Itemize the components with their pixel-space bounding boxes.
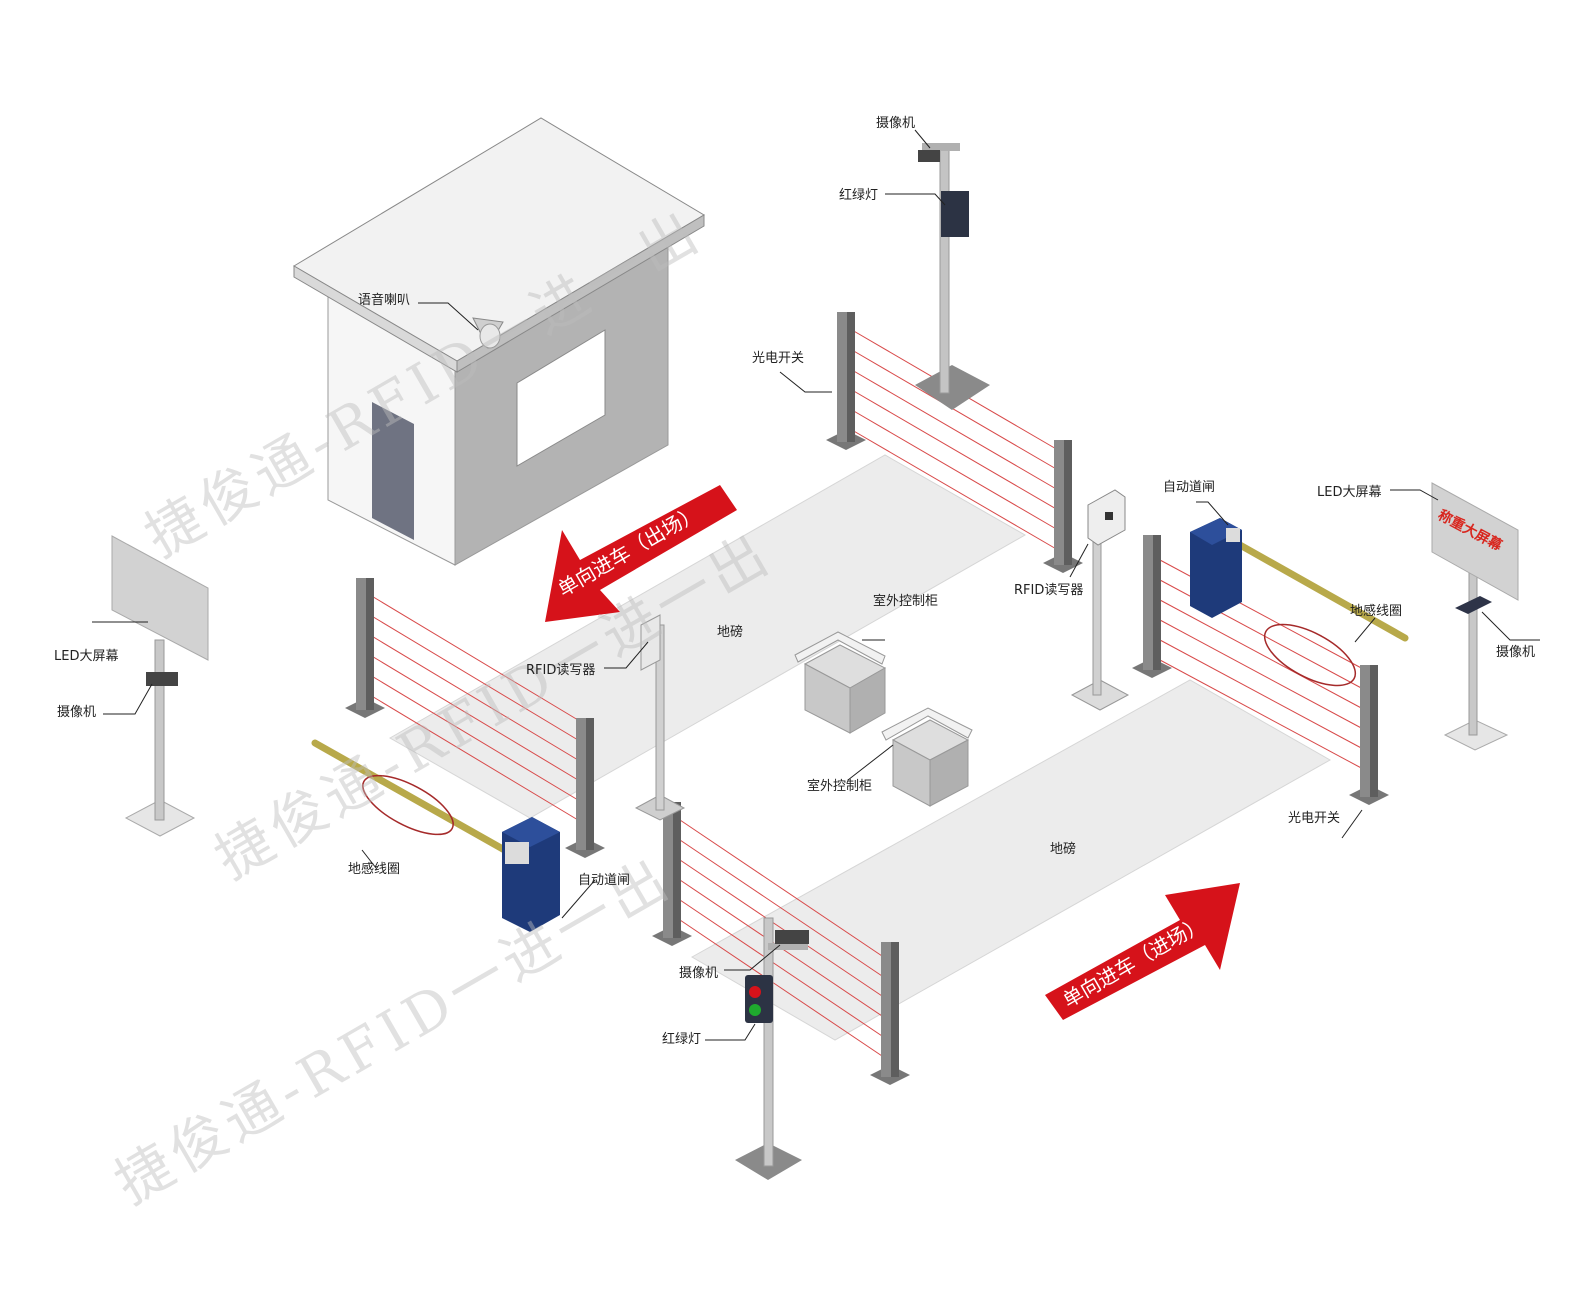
label-scale-bottom: 地磅: [1050, 841, 1076, 857]
led-screen-left: [111, 535, 209, 837]
traffic-light-icon: [745, 975, 773, 1023]
led-screen-right: 称重大屏幕: [1431, 482, 1519, 751]
speaker-icon: [472, 317, 504, 350]
barrier-boom-left: [311, 739, 512, 856]
light-curtain-right: [1159, 559, 1366, 771]
label-traffic-light-bottom: 红绿灯: [662, 1031, 701, 1047]
barrier-boom-right: [1236, 541, 1409, 642]
guard-booth: [293, 117, 705, 566]
camera-icon: [146, 672, 178, 686]
photo-post-top-left: [826, 312, 866, 450]
label-scale-top: 地磅: [717, 624, 743, 640]
label-photo-switch-top: 光电开关: [752, 351, 804, 366]
light-curtain-top: [851, 329, 1059, 551]
leader-lines: [92, 129, 1540, 1041]
label-led-screen-left: LED大屏幕: [54, 649, 118, 664]
photo-post-top-right: [1043, 440, 1083, 573]
photo-post-left-front: [565, 718, 605, 858]
barrier-gate-left: [311, 739, 560, 932]
label-barrier-right: 自动道闸: [1163, 480, 1215, 495]
label-photo-switch-right: 光电开关: [1288, 811, 1340, 826]
rfid-reader-icon: [640, 614, 661, 671]
label-rfid-reader-right: RFID读写器: [1014, 583, 1083, 598]
traffic-light-icon: [941, 191, 969, 237]
label-barrier-left: 自动道闸: [578, 873, 630, 888]
light-curtain-left: [369, 594, 579, 821]
control-cabinet-top: [794, 631, 887, 734]
label-control-cabinet-bottom: 室外控制柜: [807, 778, 872, 794]
camera-icon: [1455, 596, 1492, 614]
weighbridge-platform-top: [388, 454, 1027, 819]
light-curtain-bottom: [679, 819, 889, 1061]
photo-post-bottom-front: [870, 942, 910, 1085]
booth-window: [516, 329, 606, 467]
ground-loop-right: [1263, 623, 1357, 687]
rfid-reader-stand-right: [1070, 489, 1130, 711]
control-cabinet-bottom: [881, 707, 973, 807]
barrier-gate-right: [1190, 518, 1409, 642]
rfid-reader-pole-left: [634, 614, 686, 821]
label-camera-top: 摄像机: [876, 116, 915, 131]
entry-arrow-label: 单向进车（进场）: [1059, 912, 1210, 1013]
photo-post-left-back: [345, 578, 385, 718]
camera-pole-top: [915, 143, 990, 410]
ground-loop-left: [362, 774, 454, 836]
label-control-cabinet-top: 室外控制柜: [873, 593, 938, 609]
label-traffic-light-top: 红绿灯: [839, 187, 878, 203]
photo-post-right-front: [1349, 665, 1389, 805]
label-led-screen-right: LED大屏幕: [1317, 485, 1381, 500]
weighbridge-platform-bottom: [690, 679, 1332, 1041]
rfid-reader-icon: [1105, 512, 1113, 520]
booth-door: [372, 402, 414, 540]
label-camera-bottom: 摄像机: [679, 966, 718, 981]
camera-icon: [775, 930, 809, 944]
watermark-3: 捷俊通-RFID一进一出: [105, 845, 684, 1217]
camera-icon: [918, 150, 940, 162]
label-rfid-reader-left: RFID读写器: [526, 663, 595, 678]
photo-post-right-back: [1132, 535, 1172, 678]
label-loop-left: 地感线圈: [348, 861, 400, 877]
label-camera-right: 摄像机: [1496, 645, 1535, 660]
label-speaker: 语音喇叭: [358, 292, 410, 308]
label-loop-right: 地感线圈: [1350, 603, 1402, 619]
camera-pole-bottom: [735, 917, 809, 1180]
label-camera-left: 摄像机: [57, 705, 96, 720]
photo-post-bottom-back: [652, 802, 692, 946]
